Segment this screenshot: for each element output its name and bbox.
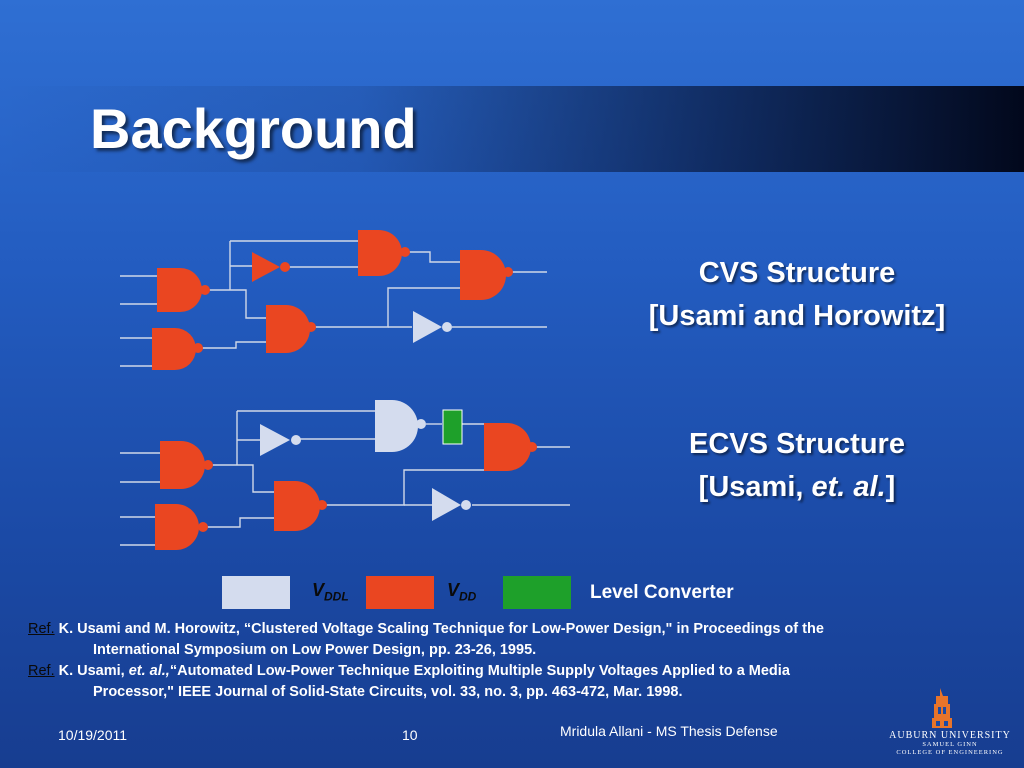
nand-gate: [274, 481, 320, 531]
bubble: [503, 267, 513, 277]
wire: [320, 469, 484, 506]
footer-page-number: 10: [402, 727, 418, 743]
inverter: [260, 424, 290, 456]
bubble: [203, 460, 213, 470]
legend-vdd-swatch: [366, 576, 434, 609]
bubble: [461, 500, 471, 510]
ecvs-label-etal: et. al.: [811, 471, 886, 503]
wire: [120, 337, 155, 367]
bubble: [280, 262, 290, 272]
legend-level-converter-swatch: [503, 576, 571, 609]
ecvs-label-line1: ECVS Structure: [689, 428, 905, 460]
cvs-label-line2: [Usami and Horowitz]: [648, 300, 946, 332]
legend-vdd-label: VDD: [447, 580, 477, 604]
ecvs-label-prefix: [Usami,: [698, 471, 812, 503]
bubble: [200, 285, 210, 295]
inverter: [413, 311, 442, 343]
footer-author: Mridula Allani - MS Thesis Defense: [560, 723, 778, 739]
gates: [152, 230, 537, 550]
slide-title: Background: [90, 97, 417, 160]
reference-tag-link[interactable]: Ref.: [28, 663, 55, 679]
cvs-label-line1: CVS Structure: [698, 257, 896, 289]
cvs-structure-label: CVS Structure [Usami and Horowitz]: [617, 252, 977, 338]
legend-vddl-label: VDDL: [312, 580, 349, 604]
bubble: [291, 435, 301, 445]
footer-date: 10/19/2011: [58, 727, 128, 743]
inverter: [432, 488, 461, 521]
bubble: [416, 419, 426, 429]
nand-gate: [358, 230, 402, 276]
ecvs-label-line2: [Usami, et. al.]: [617, 466, 977, 509]
nand-gate: [484, 423, 531, 471]
inverter: [252, 252, 280, 282]
reference-1-line1: Ref. K. Usami and M. Horowitz, “Clustere…: [28, 621, 824, 637]
wire: [120, 516, 155, 546]
auburn-logo-text: AUBURN UNIVERSITY SAMUEL GINN COLLEGE OF…: [880, 730, 1020, 757]
nand-gate: [375, 400, 418, 452]
legend-level-converter-label: Level Converter: [590, 582, 734, 603]
ecvs-label-suffix: ]: [885, 471, 896, 503]
bubble: [193, 343, 203, 353]
auburn-tower-icon: [932, 688, 952, 728]
nand-gate: [157, 268, 202, 312]
wire: [207, 289, 268, 319]
bubble: [442, 322, 452, 332]
wire: [208, 464, 275, 493]
wire: [120, 452, 160, 483]
ecvs-structure-label: ECVS Structure [Usami, et. al.]: [617, 423, 977, 509]
bubble: [198, 522, 208, 532]
wires: [120, 240, 570, 546]
nand-gate: [460, 250, 506, 300]
reference-1-line2: International Symposium on Low Power Des…: [93, 642, 537, 658]
logo-subtitle-1: SAMUEL GINN: [922, 741, 978, 748]
nand-gate: [152, 328, 196, 370]
logo-subtitle-2: COLLEGE OF ENGINEERING: [896, 749, 1004, 756]
logo-university-name: AUBURN UNIVERSITY: [889, 730, 1011, 741]
legend-vddl-swatch: [222, 576, 290, 609]
bubble: [306, 322, 316, 332]
nand-gate: [160, 441, 205, 489]
nand-gate: [266, 305, 310, 353]
wire: [120, 275, 160, 305]
reference-2-line1: Ref. K. Usami, et. al.,“Automated Low-Po…: [28, 663, 790, 679]
bubble: [527, 442, 537, 452]
nand-gate: [155, 504, 199, 550]
title-band: [0, 86, 1024, 172]
bubble: [400, 247, 410, 257]
reference-2-line2: Processor," IEEE Journal of Solid-State …: [93, 684, 683, 700]
wire: [203, 517, 275, 528]
wire: [404, 251, 462, 263]
bubble: [317, 500, 327, 510]
wire: [202, 341, 268, 349]
reference-tag-link[interactable]: Ref.: [28, 621, 55, 637]
level-converter-box: [442, 409, 463, 445]
wire: [312, 287, 462, 328]
references: Ref. K. Usami and M. Horowitz, “Clustere…: [28, 619, 1008, 703]
